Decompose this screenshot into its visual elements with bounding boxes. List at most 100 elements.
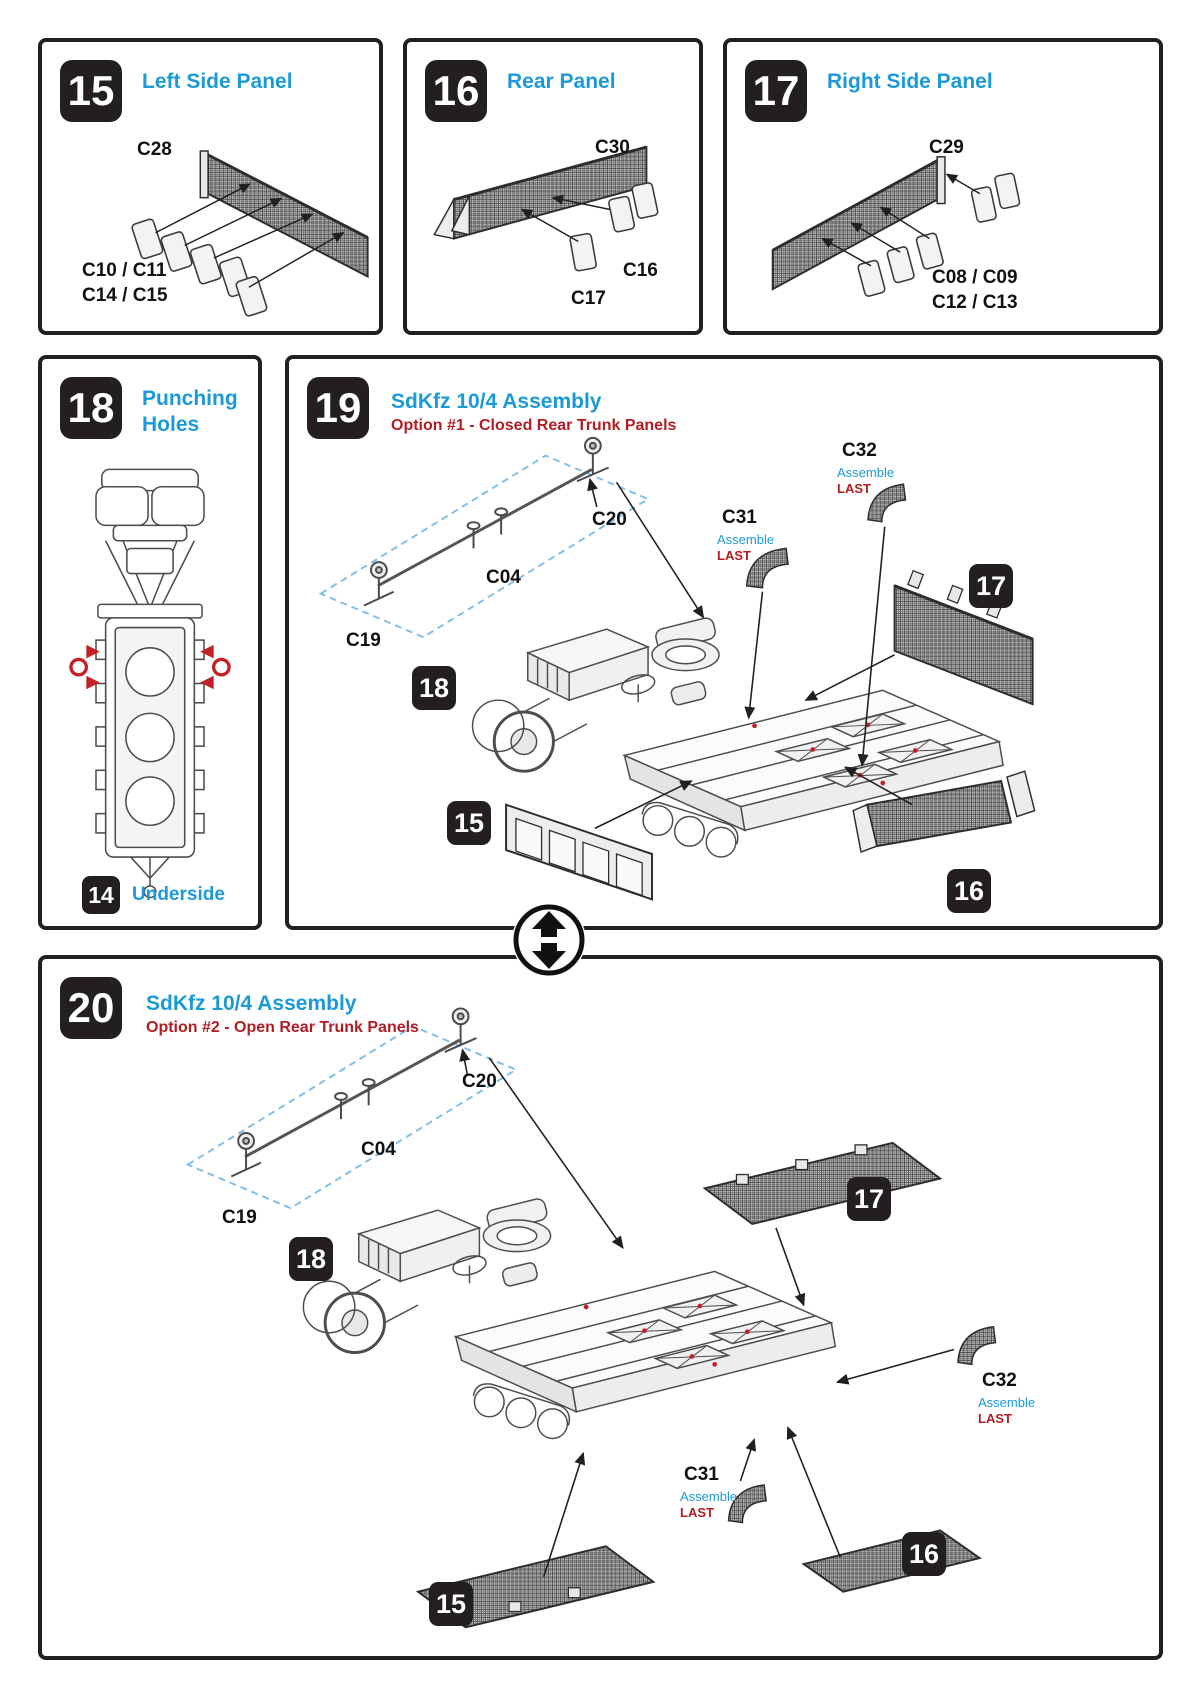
assembly-arrows	[520, 194, 610, 243]
step-20-title: SdKfz 10/4 Assembly	[146, 992, 357, 1015]
step-17-drawing	[771, 156, 1021, 297]
fender-c31	[745, 547, 789, 589]
part-c19	[363, 561, 395, 607]
step-18-panel: 18 Punching Holes 14 Underside	[38, 355, 262, 930]
punch-hole-icons	[69, 657, 231, 677]
step-15-number-badge: 15	[60, 60, 122, 122]
side-panel-parts	[857, 172, 1021, 297]
ref-badge-18: 18	[412, 666, 456, 710]
step-20-number-badge: 20	[60, 977, 122, 1039]
assemble-text: Assemble	[680, 1489, 738, 1504]
part-label-c32: C32	[982, 1370, 1017, 1391]
last-text: LAST	[717, 548, 751, 563]
step-20-panel: 20 SdKfz 10/4 Assembly Option #2 - Open …	[38, 955, 1163, 1660]
last-text: LAST	[978, 1411, 1012, 1426]
ref-badge-15: 15	[447, 801, 491, 845]
part-label-c29: C29	[929, 137, 964, 158]
part-c20	[444, 1007, 477, 1053]
assembly-arrows	[587, 477, 913, 830]
part-label-c32: C32	[842, 440, 877, 461]
part-label-c08-c09: C08 / C09	[932, 267, 1018, 288]
panel-posts	[735, 1144, 868, 1186]
part-label-c30: C30	[595, 137, 630, 158]
open-panel-17	[702, 1141, 943, 1226]
step-19-subtitle: Option #1 - Closed Rear Trunk Panels	[391, 417, 677, 434]
assemble-last-note-c32: Assemble LAST	[978, 1395, 1035, 1427]
ref-badge-16: 16	[902, 1532, 946, 1576]
step-15-drawing	[131, 150, 369, 317]
part-label-c10-c11: C10 / C11	[82, 260, 167, 281]
fender-c32	[957, 1325, 997, 1366]
underside-label: Underside	[132, 884, 225, 905]
dashed-subassembly-box	[318, 454, 651, 639]
step-19-panel: 19 SdKfz 10/4 Assembly Option #1 - Close…	[285, 355, 1163, 930]
rear-panel-parts	[569, 182, 659, 272]
step-19-drawing	[318, 436, 1036, 901]
dashed-subassembly-box	[185, 1025, 519, 1210]
step-17-number-badge: 17	[745, 60, 807, 122]
step-20-drawing	[185, 1007, 997, 1629]
part-label-c20: C20	[462, 1071, 497, 1092]
left-panel-15	[505, 803, 654, 901]
assemble-text: Assemble	[978, 1395, 1036, 1410]
assemble-text: Assemble	[717, 532, 775, 547]
rod-supports	[466, 507, 509, 549]
assembly-arrows	[821, 173, 981, 267]
step-18-drawing	[69, 468, 231, 899]
assemble-last-note-c32: Assemble LAST	[837, 465, 894, 497]
step-16-title: Rear Panel	[507, 70, 616, 93]
underside-view	[95, 468, 205, 899]
punch-hole-markers	[86, 644, 214, 690]
part-label-c19: C19	[346, 630, 381, 651]
step-17-title: Right Side Panel	[827, 70, 993, 93]
chassis-drawing	[302, 1198, 837, 1440]
step-15-panel: 15 Left Side Panel C28 C10 / C11 C14 / C…	[38, 38, 383, 335]
last-text: LAST	[837, 481, 871, 496]
step-19-number-badge: 19	[307, 377, 369, 439]
part-label-c04: C04	[486, 567, 521, 588]
part-label-c12-c13: C12 / C13	[932, 292, 1018, 313]
part-label-c31: C31	[684, 1464, 719, 1485]
assembly-arrows	[155, 183, 345, 288]
step-15-title: Left Side Panel	[142, 70, 293, 93]
last-text: LAST	[680, 1505, 714, 1520]
rod-c04	[377, 468, 593, 588]
part-label-c17: C17	[571, 288, 606, 309]
assemble-last-note-c31: Assemble LAST	[717, 532, 774, 564]
part-label-c31: C31	[722, 507, 757, 528]
part-label-c16: C16	[623, 260, 658, 281]
part-label-c20: C20	[592, 509, 627, 530]
fender-c32	[867, 483, 907, 523]
ref-badge-16: 16	[947, 869, 991, 913]
fender-c31	[727, 1484, 767, 1524]
step-16-panel: 16 Rear Panel C30 C16 C17	[403, 38, 703, 335]
assemble-last-note-c31: Assemble LAST	[680, 1489, 737, 1521]
punched-hole-dots	[583, 1303, 750, 1367]
part-label-c28: C28	[137, 139, 172, 160]
part-c19	[230, 1132, 262, 1178]
assemble-text: Assemble	[837, 465, 895, 480]
ref-badge-17: 17	[969, 564, 1013, 608]
step-17-panel: 17 Right Side Panel C29 C08 / C09 C12 / …	[723, 38, 1163, 335]
step-19-title: SdKfz 10/4 Assembly	[391, 390, 602, 413]
ref-badge-18: 18	[289, 1237, 333, 1281]
side-panel-parts	[131, 218, 268, 317]
step-16-number-badge: 16	[425, 60, 487, 122]
ref-badge-15: 15	[429, 1582, 473, 1626]
open-panel-16	[801, 1529, 982, 1593]
part-label-c14-c15: C14 / C15	[82, 285, 168, 306]
part-c20	[576, 436, 610, 483]
step-18-title: Punching Holes	[142, 387, 238, 436]
rod-supports	[334, 1078, 376, 1120]
assembly-arrows	[459, 1048, 955, 1578]
step-16-drawing	[433, 145, 659, 272]
flip-page-icon	[512, 903, 586, 977]
punched-hole-dots	[752, 722, 918, 786]
rod-c04	[244, 1038, 461, 1159]
part-label-c19: C19	[222, 1207, 257, 1228]
ref-badge-17: 17	[847, 1177, 891, 1221]
part-label-c04: C04	[361, 1139, 396, 1160]
step-18-number-badge: 18	[60, 377, 122, 439]
right-panel-17	[893, 584, 1034, 706]
